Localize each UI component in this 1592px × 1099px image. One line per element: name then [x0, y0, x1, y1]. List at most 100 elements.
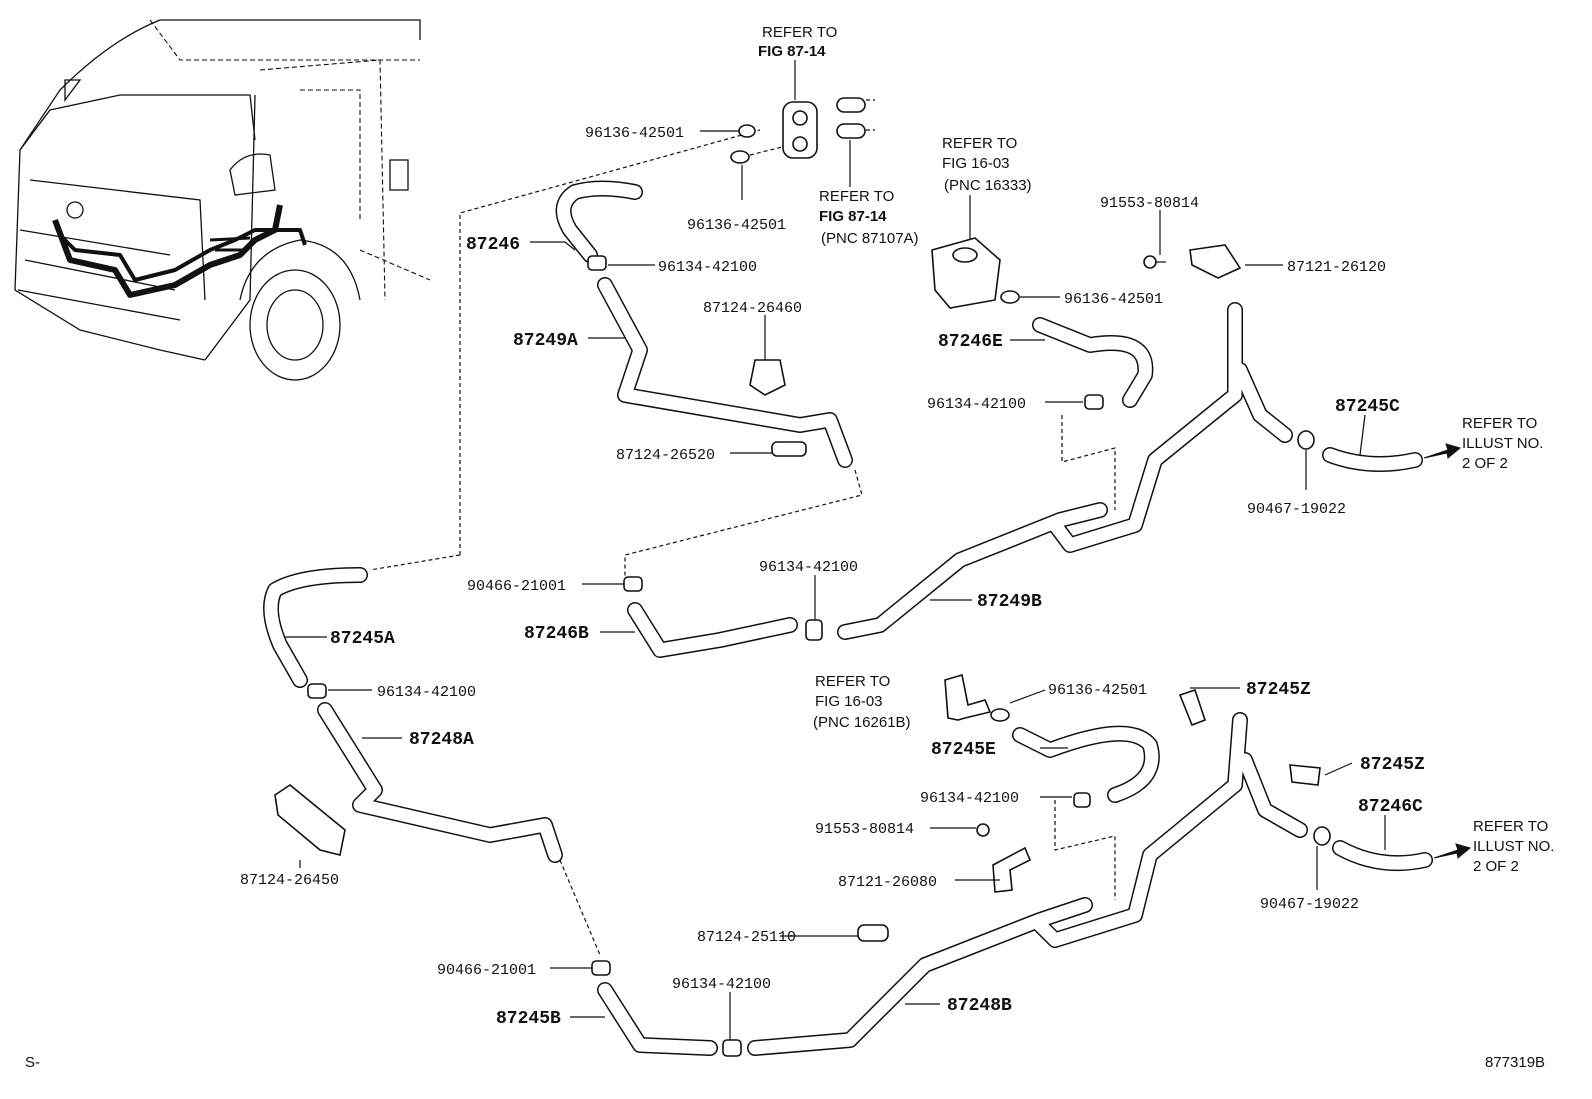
- label-90467-19022: 90467-19022: [1260, 896, 1359, 913]
- footer-left: S-: [25, 1054, 40, 1071]
- ref-illust-lower: REFER TO ILLUST NO. 2 OF 2: [1473, 818, 1554, 875]
- svg-text:ILLUST NO.: ILLUST NO.: [1462, 435, 1543, 452]
- svg-text:FIG 87-14: FIG 87-14: [758, 43, 826, 60]
- pipe-stubs: [836, 97, 866, 139]
- svg-text:ILLUST NO.: ILLUST NO.: [1473, 838, 1554, 855]
- label-87245E: 87245E: [931, 740, 996, 760]
- label-90466-21001: 90466-21001: [437, 962, 536, 979]
- figure-id: 877319B: [1485, 1054, 1545, 1071]
- clamp-96136-c: [1000, 290, 1020, 304]
- svg-text:REFER TO: REFER TO: [819, 188, 894, 205]
- clamp-96136-b: [730, 150, 750, 164]
- arrows: [1423, 443, 1472, 859]
- label-87124-25110: 87124-25110: [697, 929, 796, 946]
- label-87249B: 87249B: [977, 592, 1042, 612]
- clip-87245Z-a: [1178, 688, 1207, 727]
- grommet-part: [782, 101, 818, 159]
- label-87246C: 87246C: [1358, 797, 1423, 817]
- ref-fig-87-14-top: REFER TO FIG 87-14: [758, 24, 837, 60]
- svg-text:FIG 16-03: FIG 16-03: [815, 693, 883, 710]
- clamp-96134-c: [805, 619, 823, 641]
- fitting-16333: [931, 237, 1001, 309]
- ref-fig-16-03-lower: REFER TO FIG 16-03 (PNC 16261B): [813, 673, 911, 731]
- ref-illust-upper: REFER TO ILLUST NO. 2 OF 2: [1462, 415, 1543, 472]
- label-96134-42100: 96134-42100: [672, 976, 771, 993]
- hose-87245C: [1322, 447, 1423, 472]
- label-87124-26460: 87124-26460: [703, 300, 802, 317]
- clamp-90466-a: [623, 576, 643, 592]
- svg-text:REFER TO: REFER TO: [762, 24, 837, 41]
- bracket-87124-26450: [274, 784, 346, 856]
- label-96134-42100: 96134-42100: [927, 396, 1026, 413]
- label-91553-80814: 91553-80814: [815, 821, 914, 838]
- label-87245A: 87245A: [330, 629, 395, 649]
- clamp-96134-e: [1073, 792, 1091, 808]
- hose-87246B: [627, 602, 798, 658]
- clamp-96134-b: [1084, 394, 1104, 410]
- ref-fig-16-03-upper: REFER TO FIG 16-03 (PNC 16333): [942, 135, 1032, 194]
- hose-87248B: [747, 712, 1308, 1056]
- label-96136-42501: 96136-42501: [585, 125, 684, 142]
- label-87245Z: 87245Z: [1246, 680, 1311, 700]
- label-87248B: 87248B: [947, 996, 1012, 1016]
- clip-87124-26520: [771, 441, 807, 457]
- label-87246E: 87246E: [938, 332, 1003, 352]
- hose-87245E: [1012, 725, 1160, 803]
- hose-87249A: [597, 277, 853, 468]
- svg-text:FIG 16-03: FIG 16-03: [942, 155, 1010, 172]
- hose-87246: [555, 180, 643, 263]
- label-87124-26520: 87124-26520: [616, 447, 715, 464]
- hose-87248A: [317, 702, 563, 863]
- label-90467-19022: 90467-19022: [1247, 501, 1346, 518]
- part-labels: 96136-42501 96136-42501 87246 96134-4210…: [240, 125, 1425, 1029]
- hose-87246C: [1332, 840, 1433, 872]
- bolt-91553-a: [1143, 255, 1166, 269]
- label-96136-42501: 96136-42501: [1048, 682, 1147, 699]
- label-87124-26450: 87124-26450: [240, 872, 339, 889]
- label-87121-26120: 87121-26120: [1287, 259, 1386, 276]
- clip-87124-25110: [857, 924, 889, 942]
- svg-text:REFER TO: REFER TO: [942, 135, 1017, 152]
- clamp-96134-d: [307, 683, 327, 699]
- label-96136-42501: 96136-42501: [1064, 291, 1163, 308]
- label-96134-42100: 96134-42100: [920, 790, 1019, 807]
- clip-87245Z-b: [1289, 764, 1321, 786]
- svg-text:REFER TO: REFER TO: [815, 673, 890, 690]
- label-96136-42501: 96136-42501: [687, 217, 786, 234]
- clamp-90466-b: [591, 960, 611, 976]
- label-87246: 87246: [466, 235, 520, 255]
- hose-87249B: [837, 302, 1293, 640]
- label-87245Z: 87245Z: [1360, 755, 1425, 775]
- clamp-96136-d: [990, 708, 1010, 722]
- hose-87246E: [1032, 317, 1154, 408]
- label-87246B: 87246B: [524, 624, 589, 644]
- label-87248A: 87248A: [409, 730, 474, 750]
- svg-text:2 OF 2: 2 OF 2: [1473, 858, 1519, 875]
- clamp-90467-a: [1297, 430, 1315, 450]
- svg-text:REFER TO: REFER TO: [1473, 818, 1548, 835]
- svg-text:FIG 87-14: FIG 87-14: [819, 208, 887, 225]
- svg-text:2 OF 2: 2 OF 2: [1462, 455, 1508, 472]
- svg-text:REFER TO: REFER TO: [1462, 415, 1537, 432]
- clamp-90467-b: [1313, 826, 1331, 846]
- label-87249A: 87249A: [513, 331, 578, 351]
- ref-fig-87-14-pnc: REFER TO FIG 87-14 (PNC 87107A): [819, 188, 919, 247]
- bolt-91553-b: [976, 823, 990, 837]
- label-96134-42100: 96134-42100: [658, 259, 757, 276]
- clamp-96136-a: [738, 124, 756, 138]
- van-illustration: [14, 19, 431, 381]
- hoses: [263, 180, 1433, 1056]
- clamp-96134-f: [722, 1039, 742, 1057]
- bracket-87121-26120: [1189, 244, 1242, 279]
- hose-87245A: [263, 567, 368, 688]
- svg-text:(PNC 87107A): (PNC 87107A): [821, 230, 919, 247]
- fitting-16261B: [944, 673, 992, 721]
- clamp-96134-a: [587, 255, 607, 271]
- parts: [274, 97, 1331, 1057]
- label-87245B: 87245B: [496, 1009, 561, 1029]
- label-90466-21001: 90466-21001: [467, 578, 566, 595]
- label-91553-80814: 91553-80814: [1100, 195, 1199, 212]
- bracket-87124-26460: [749, 359, 786, 396]
